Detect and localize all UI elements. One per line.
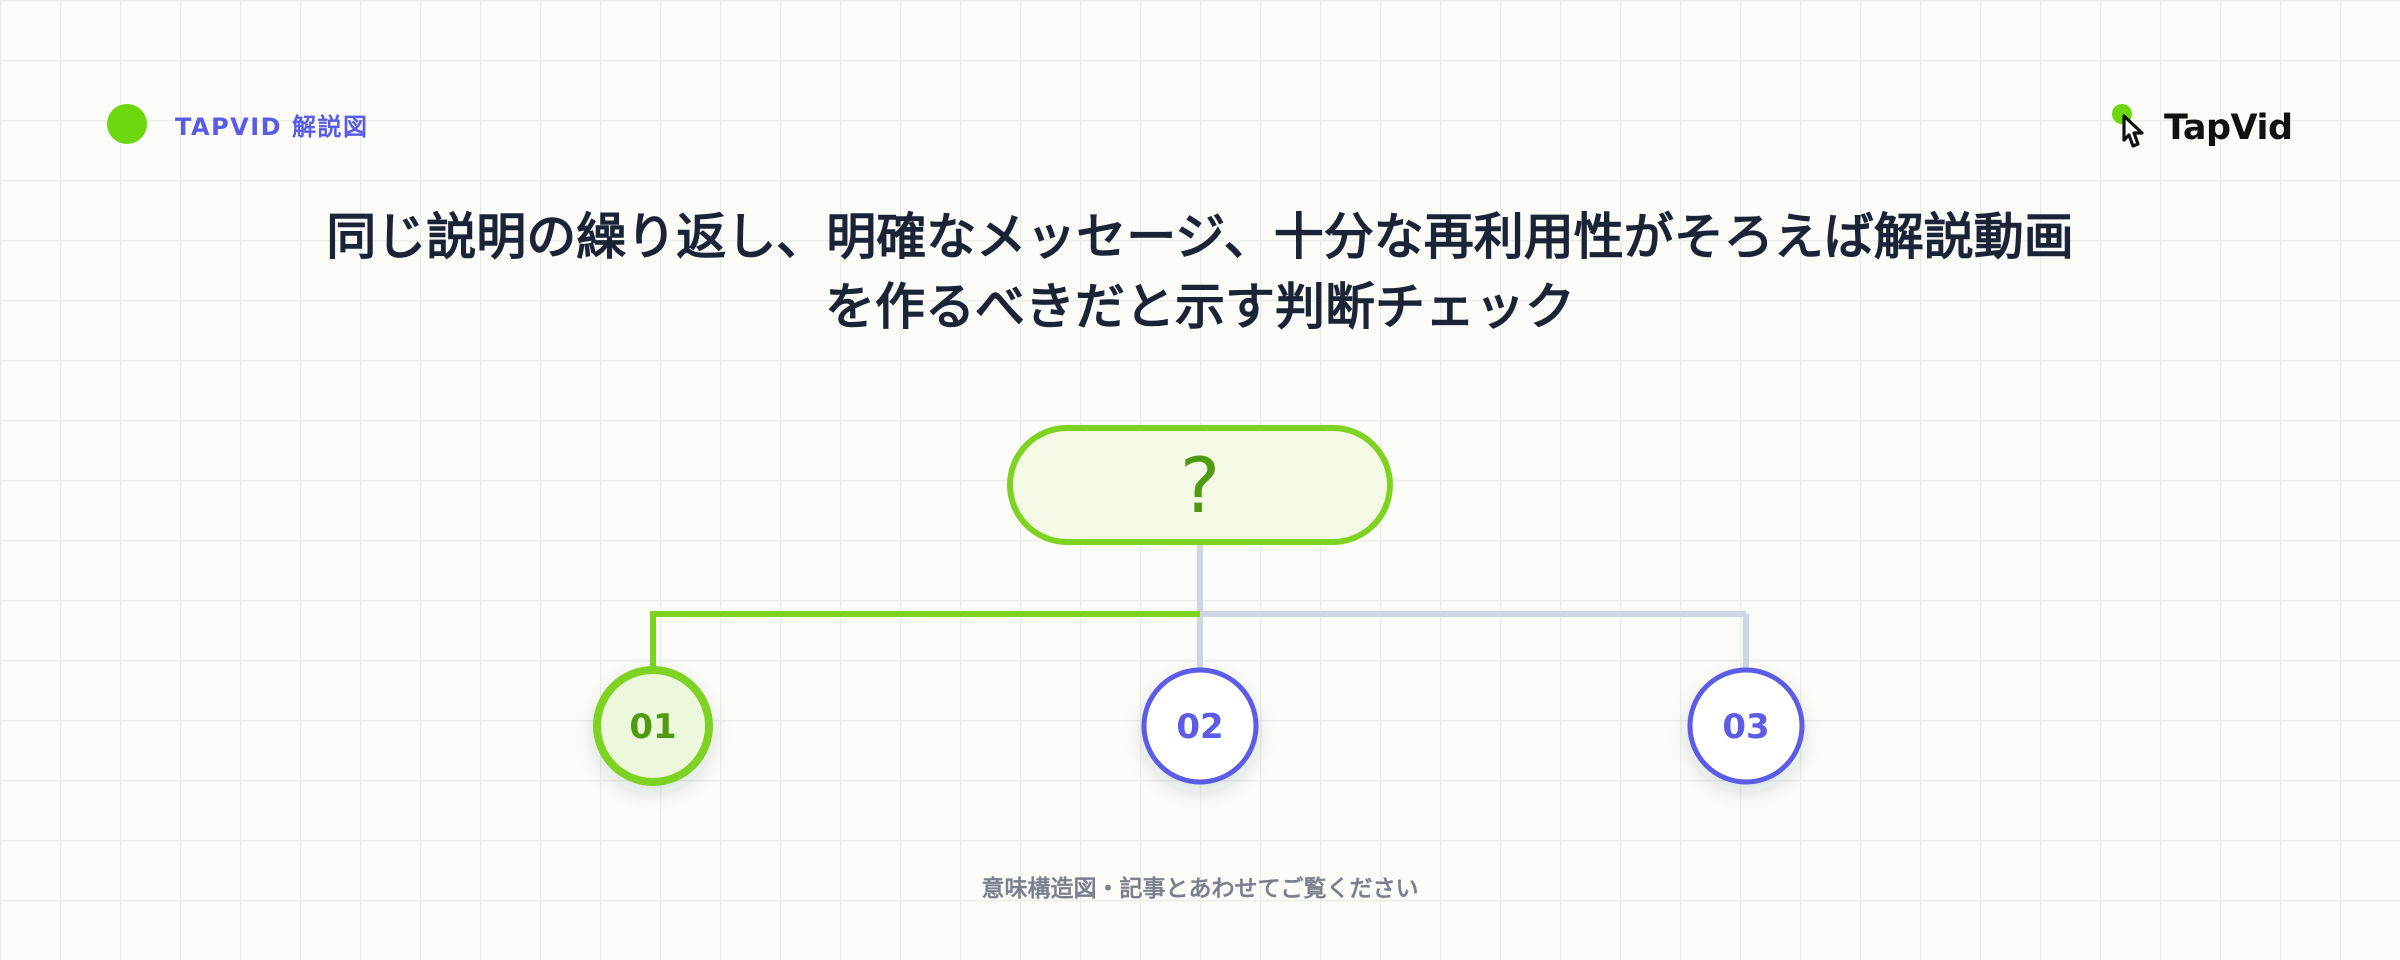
root-node: ?	[1007, 425, 1393, 545]
step-node-label: 02	[1176, 707, 1223, 747]
title-line-2: を作るべきだと示す判断チェック	[825, 278, 1575, 336]
brand-dot-icon	[107, 104, 147, 144]
tapvid-logo: TapVid	[2108, 100, 2293, 156]
step-node-label: 01	[629, 707, 676, 747]
root-node-label: ?	[1180, 441, 1220, 530]
step-node-circle	[1141, 667, 1259, 785]
inactive-connector	[1197, 542, 1749, 670]
step-node-label: 03	[1722, 707, 1769, 747]
brand-tag: TAPVID 解説図	[107, 104, 368, 144]
step-node-03: 03	[1687, 667, 1805, 785]
step-node-02: 02	[1141, 667, 1259, 785]
brand-tag-label: TAPVID 解説図	[175, 112, 369, 141]
step-node-circle	[593, 666, 713, 786]
active-connector	[650, 611, 1200, 670]
step-node-01: 01	[593, 666, 713, 786]
logo-wordmark: TapVid	[2164, 108, 2293, 148]
title-line-1: 同じ説明の繰り返し、明確なメッセージ、十分な再利用性がそろえば解説動画	[326, 208, 2074, 266]
tapvid-hand-cursor-icon	[2112, 104, 2144, 148]
diagram-title: 同じ説明の繰り返し、明確なメッセージ、十分な再利用性がそろえば解説動画 を作るべ…	[200, 202, 2200, 342]
step-node-circle	[1687, 667, 1805, 785]
footer-caption: 意味構造図・記事とあわせてご覧ください	[981, 876, 1419, 902]
root-node-shape	[1007, 425, 1393, 545]
